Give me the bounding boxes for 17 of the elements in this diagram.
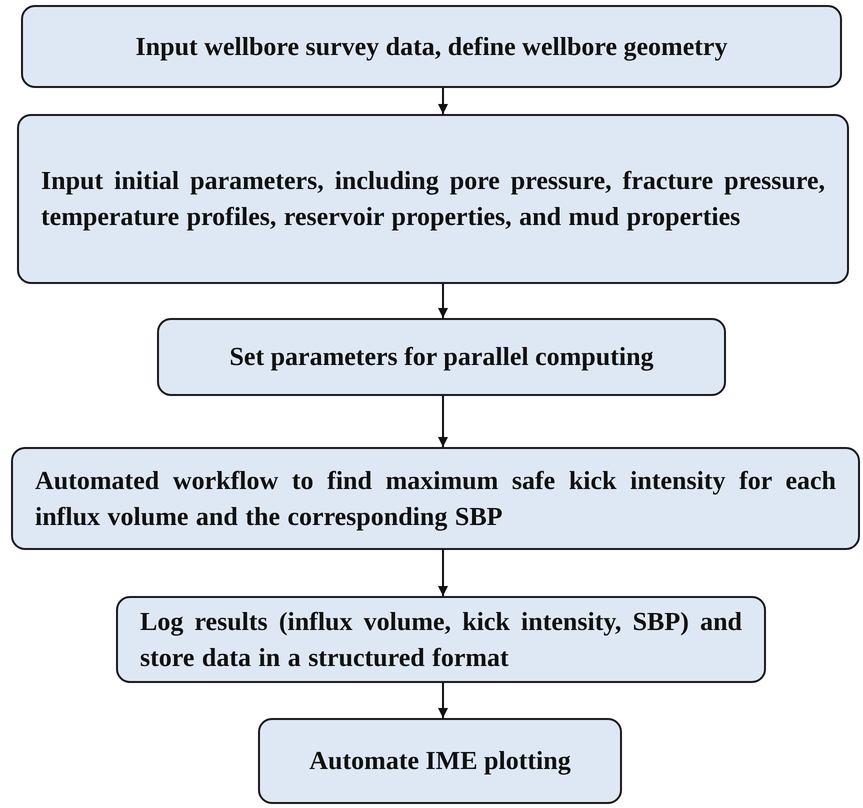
arrow <box>438 683 448 718</box>
process-box <box>21 5 842 88</box>
process-box <box>17 114 849 284</box>
step-text: Input wellbore survey data, define wellbore geometry <box>136 30 728 63</box>
arrow <box>438 88 448 114</box>
process-box <box>157 318 726 396</box>
process-box <box>116 596 766 683</box>
arrow <box>438 550 448 596</box>
step-text: Log results (influx volume, kick intensity, SBP) and store data in a structured format <box>140 606 742 674</box>
arrow <box>438 284 448 318</box>
step-text: Automated workflow to find maximum safe kick intensity for each influx volume and the corresponding SBP <box>35 464 836 533</box>
process-box <box>258 718 622 804</box>
arrow <box>438 396 448 447</box>
step-text: Set parameters for parallel computing <box>229 341 654 373</box>
step-text: Input initial parameters, including pore pressure, fracture pressure, temperature profiles, reservoir properties, and mud properties <box>41 165 825 233</box>
step-text: Automate IME plotting <box>309 745 571 777</box>
process-box <box>11 447 860 550</box>
